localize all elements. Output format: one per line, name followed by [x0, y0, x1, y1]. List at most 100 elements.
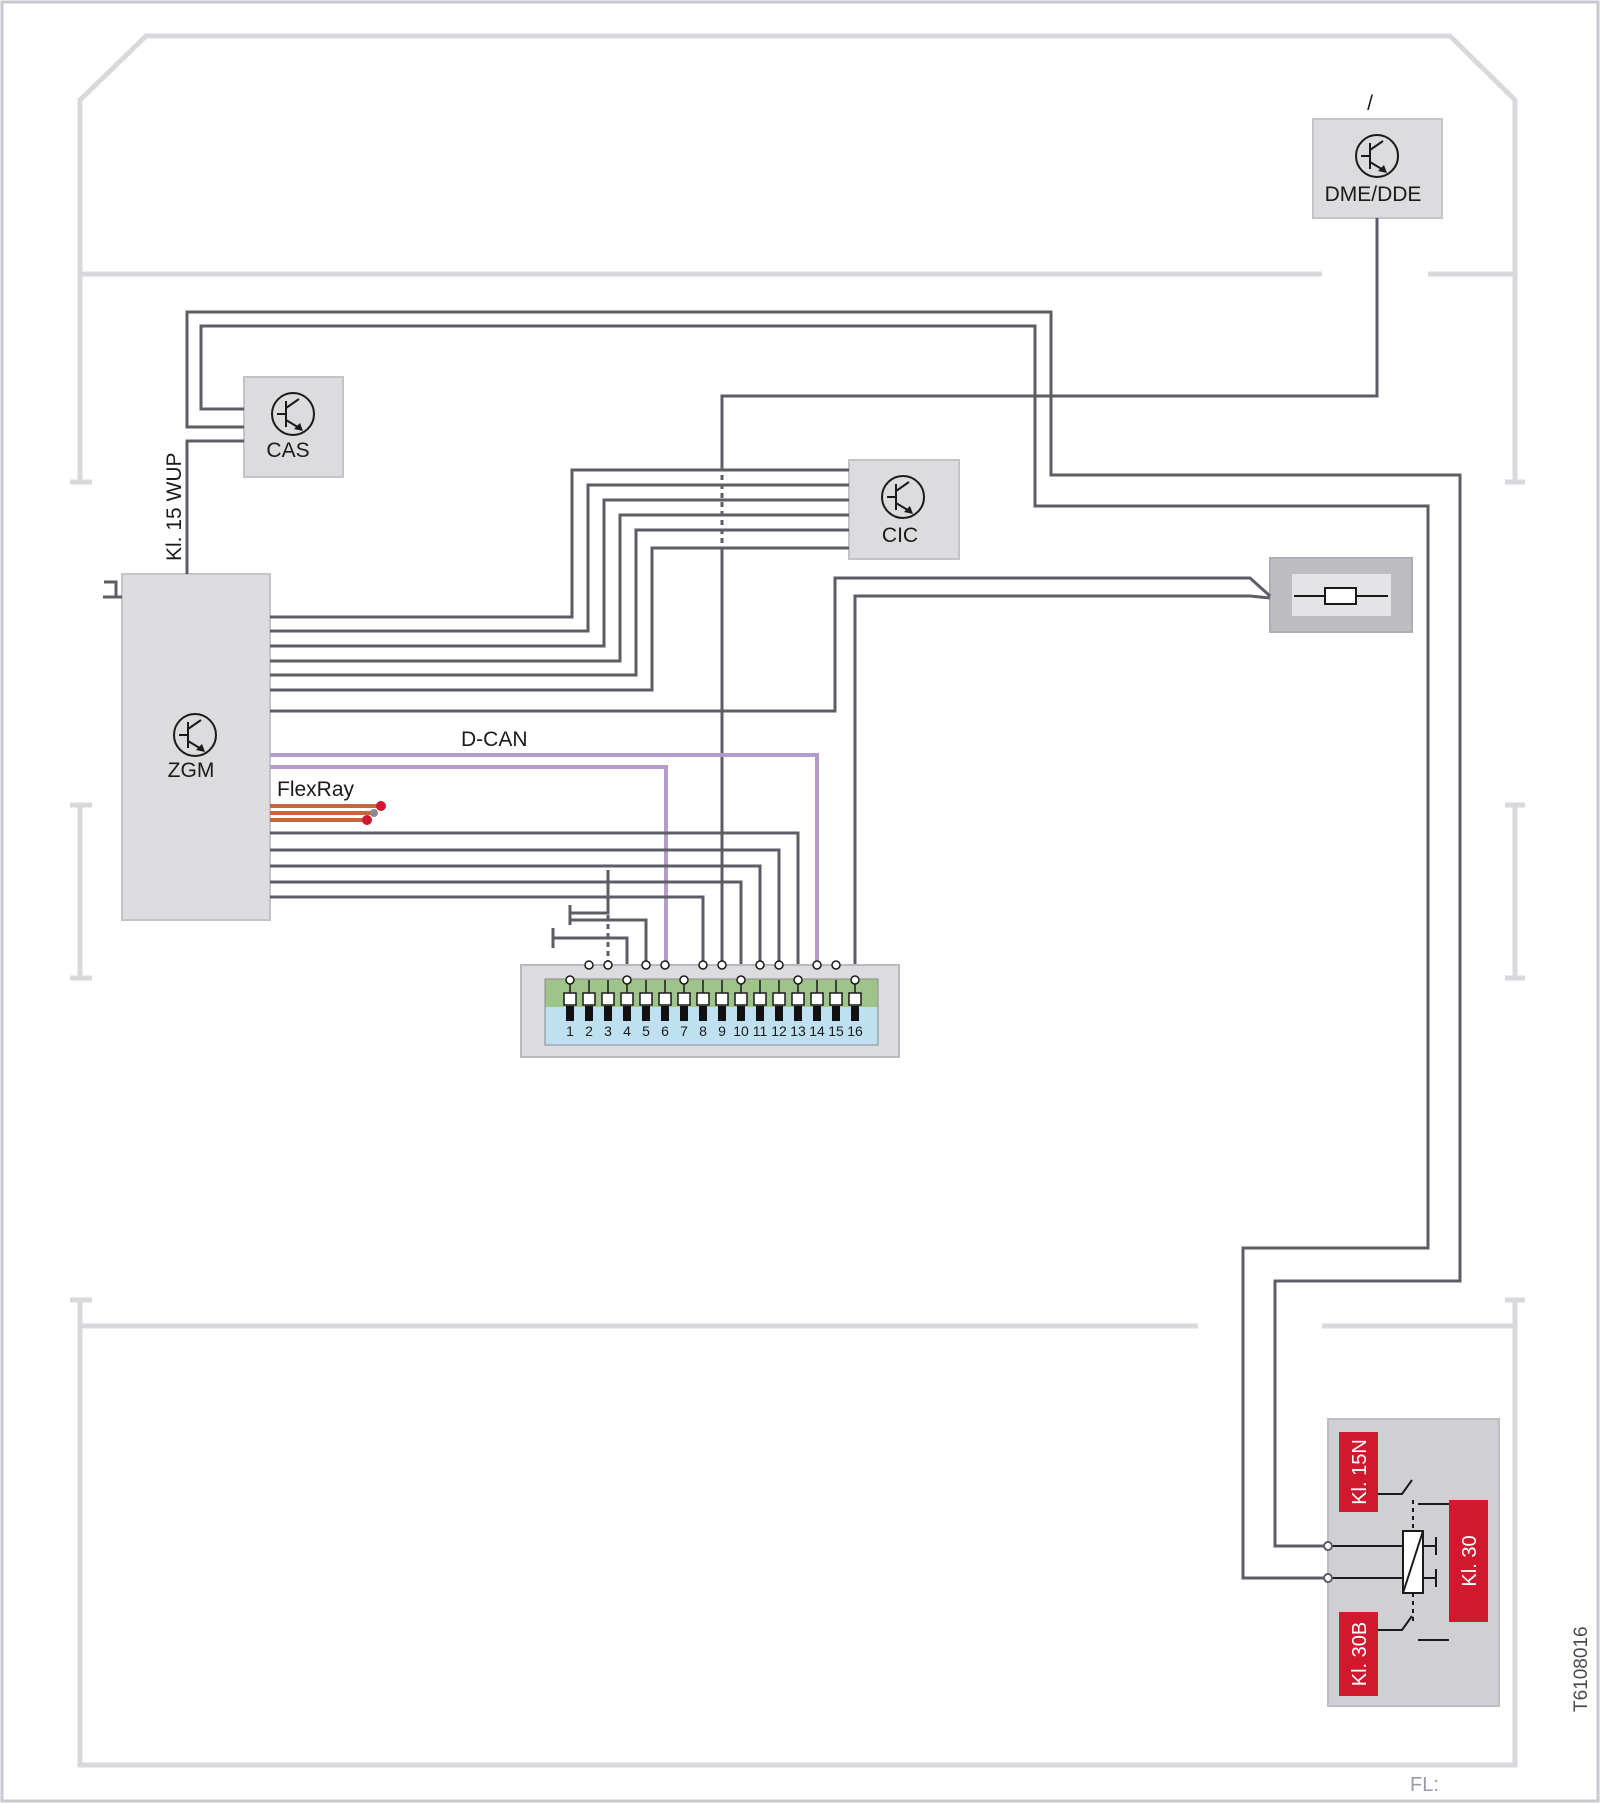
pin-node — [603, 960, 613, 970]
pin-contact — [813, 1006, 821, 1021]
pin-socket — [791, 992, 805, 1006]
pin-number: 10 — [733, 1023, 749, 1039]
fuse-icon — [1324, 587, 1357, 605]
pin-node — [679, 975, 689, 985]
pin-number: 4 — [623, 1023, 631, 1039]
pin-socket — [772, 992, 786, 1006]
pin-contact — [699, 1006, 707, 1021]
transistor-icon — [173, 713, 217, 757]
pin-socket — [582, 992, 596, 1006]
zgm-label: ZGM — [168, 759, 215, 782]
pin-node — [755, 960, 765, 970]
flexray-label: FlexRay — [277, 778, 355, 801]
dme-label: DME/DDE — [1325, 183, 1422, 206]
pin-node — [622, 975, 632, 985]
cic-label: CIC — [882, 524, 918, 547]
kl30b-terminal — [1339, 1612, 1378, 1696]
figure-code: T6108016 — [1571, 1626, 1592, 1712]
kl15wup-label: Kl. 15 WUP — [163, 452, 186, 561]
pin-socket — [658, 992, 672, 1006]
relay-node — [1323, 1573, 1333, 1583]
pin-number: 7 — [680, 1023, 688, 1039]
dcan-label: D-CAN — [461, 728, 528, 751]
pin-number: 3 — [604, 1023, 612, 1039]
cas-label: CAS — [266, 439, 309, 462]
pin-number: 13 — [790, 1023, 806, 1039]
transistor-icon — [1355, 134, 1399, 178]
kl15wup-wire: Kl. 15 WUP — [163, 439, 244, 574]
relay-box: Kl. 15N Kl. 30B Kl. 30 — [1323, 1418, 1500, 1707]
pin-contact — [566, 1006, 574, 1021]
pin-contact — [756, 1006, 764, 1021]
dme-wire — [720, 218, 1379, 466]
zgm-module: ZGM — [103, 573, 271, 921]
pin-number: 11 — [753, 1023, 768, 1039]
pin-number: 8 — [699, 1023, 707, 1039]
dme-dde-module: DME/DDE / — [1312, 92, 1443, 219]
pin-node — [850, 975, 860, 985]
pin-node — [736, 975, 746, 985]
kl30-terminal — [1449, 1500, 1488, 1622]
flexray-end — [370, 809, 378, 817]
kl30-label: Kl. 30 — [1459, 1535, 1481, 1586]
pin-contact — [623, 1006, 631, 1021]
pin-socket — [734, 992, 748, 1006]
kl30b-label: Kl. 30B — [1349, 1622, 1371, 1686]
pin-contact — [737, 1006, 745, 1021]
pin-node — [698, 960, 708, 970]
pin-contact — [775, 1006, 783, 1021]
pin-node — [717, 960, 727, 970]
pin-node — [641, 960, 651, 970]
flexray-wires: FlexRay — [270, 778, 386, 825]
pin-contact — [661, 1006, 669, 1021]
pin-number: 6 — [661, 1023, 669, 1039]
kl15n-terminal — [1339, 1432, 1378, 1512]
pin-socket — [829, 992, 843, 1006]
zgm-connector-wires — [270, 831, 800, 965]
pin-socket — [715, 992, 729, 1006]
pin-socket — [677, 992, 691, 1006]
pin-node — [660, 960, 670, 970]
pin-socket — [620, 992, 634, 1006]
pin-number: 16 — [847, 1023, 863, 1039]
zgm-ground-stub-top — [104, 580, 118, 597]
pin-contact — [604, 1006, 612, 1021]
pin-number: 5 — [642, 1023, 650, 1039]
transistor-icon — [271, 392, 315, 436]
pin-socket — [696, 992, 710, 1006]
pin-socket — [810, 992, 824, 1006]
pin-socket — [601, 992, 615, 1006]
flexray-end — [362, 815, 372, 825]
vehicle-outline — [70, 33, 1525, 1768]
pin-contact — [851, 1006, 859, 1021]
cic-module: CIC — [848, 459, 960, 560]
pin-number: 12 — [771, 1023, 787, 1039]
pin-number: 15 — [828, 1023, 844, 1039]
zgm-cic-bundle — [270, 468, 849, 692]
pin-socket — [563, 992, 577, 1006]
pin-node — [812, 960, 822, 970]
relay-node — [1323, 1541, 1333, 1551]
cas-loop-wires — [185, 310, 1462, 1580]
pin-contact — [718, 1006, 726, 1021]
pin-socket — [639, 992, 653, 1006]
fl-label: FL: — [1410, 1774, 1439, 1796]
fuse-box — [1269, 557, 1413, 633]
pin-number: 9 — [718, 1023, 726, 1039]
zgm-fuse-wires — [270, 576, 1272, 965]
pin-node — [793, 975, 803, 985]
pin-socket — [848, 992, 862, 1006]
pin-number: 1 — [566, 1023, 574, 1039]
pin-contact — [642, 1006, 650, 1021]
pin-node — [584, 960, 594, 970]
pin-node — [831, 960, 841, 970]
pin-node — [565, 975, 575, 985]
pin-socket — [753, 992, 767, 1006]
pin-number: 2 — [585, 1023, 593, 1039]
cas-module: CAS — [243, 376, 344, 478]
pin-contact — [585, 1006, 593, 1021]
dcan-wires: D-CAN — [270, 728, 819, 965]
